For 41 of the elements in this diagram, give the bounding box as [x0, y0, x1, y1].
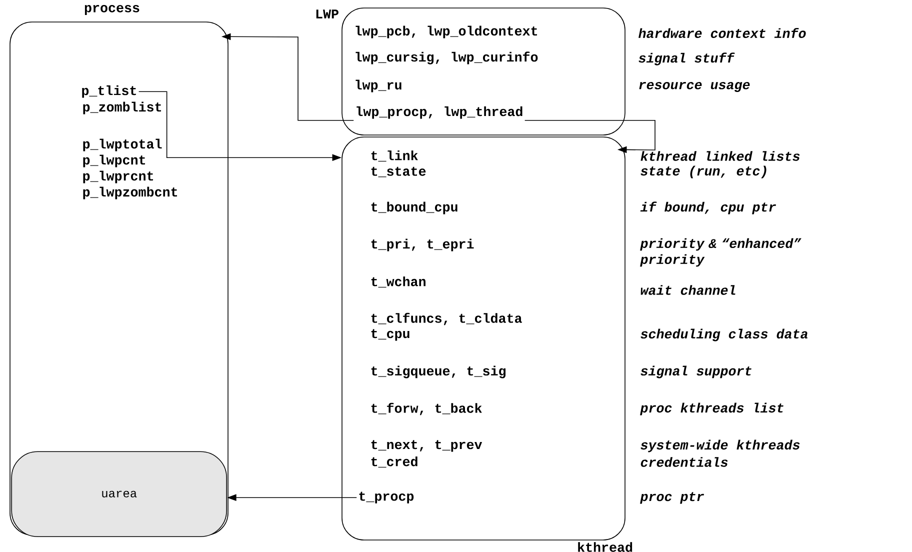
field-description: state (run, etc) [640, 166, 766, 178]
field-description: wait channel [640, 285, 736, 295]
field-name: lwp_procp, lwp_thread [356, 106, 522, 119]
field-name: t_pri, t_epri [371, 238, 474, 252]
field-description: kthread linked lists [640, 151, 800, 161]
field-name: p_zomblist [83, 102, 161, 114]
field-name: lwp_pcb, lwp_oldcontext [356, 26, 537, 38]
field-name: t_next, t_prev [371, 440, 482, 452]
arrow [524, 120, 656, 154]
node-label: process [84, 5, 140, 15]
field-description: signal stuff [638, 52, 735, 66]
field-description: priority & “enhanced” priority [640, 238, 802, 267]
field-name: t_cpu [371, 329, 410, 341]
field-description: proc ptr [640, 492, 704, 504]
node-label: LWP [316, 10, 338, 18]
field-description: system-wide kthreads [640, 440, 800, 452]
uarea-box: uarea [11, 451, 227, 537]
field-name: t_bound_cpu [371, 202, 458, 214]
field-description: credentials [640, 457, 728, 467]
field-name: t_link [371, 150, 418, 162]
field-description: proc kthreads list [640, 402, 784, 416]
field-name: p_lwptotal [83, 138, 162, 152]
field-name: t_sigqueue, t_sig [371, 366, 506, 378]
field-name: p_lwpzombcnt [83, 186, 177, 200]
field-description: signal support [640, 366, 752, 378]
field-name: lwp_cursig, lwp_curinfo [356, 52, 538, 64]
field-name: t_wchan [371, 276, 426, 288]
field-name: p_lwpcnt [83, 154, 145, 168]
field-description: scheduling class data [640, 328, 808, 342]
field-description: hardware context info [638, 28, 806, 38]
field-name: t_procp [359, 492, 414, 504]
field-description: resource usage [639, 82, 750, 92]
field-name: t_forw, t_back [371, 402, 482, 416]
field-name: p_tlist [82, 85, 136, 98]
field-name: lwp_ru [356, 80, 402, 92]
field-name: t_cred [371, 456, 418, 468]
node-label: kthread [578, 542, 632, 552]
field-name: p_lwprcnt [83, 170, 153, 184]
field-name: t_clfuncs, t_cldata [371, 312, 522, 326]
field-description: if bound, cpu ptr [640, 202, 776, 214]
field-name: t_state [371, 166, 426, 178]
